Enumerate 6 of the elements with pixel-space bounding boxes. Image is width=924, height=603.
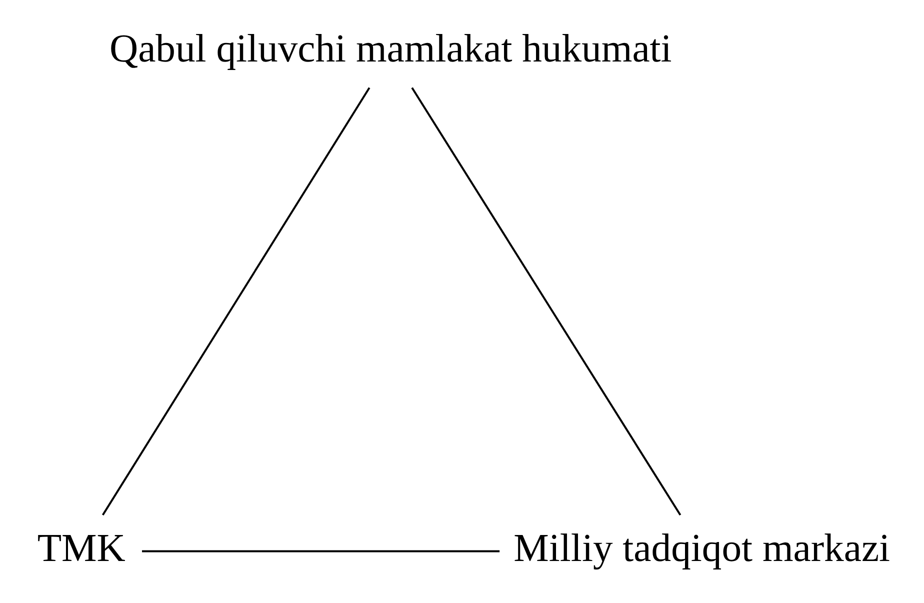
node-text: Qabul qiluvchi mamlakat hukumati — [108, 26, 672, 71]
node-text: TMK — [36, 526, 125, 570]
node-text: Milliy tadqiqot markazi — [513, 526, 890, 570]
connector — [410, 87, 681, 516]
connector — [101, 87, 370, 516]
connector — [142, 550, 500, 552]
